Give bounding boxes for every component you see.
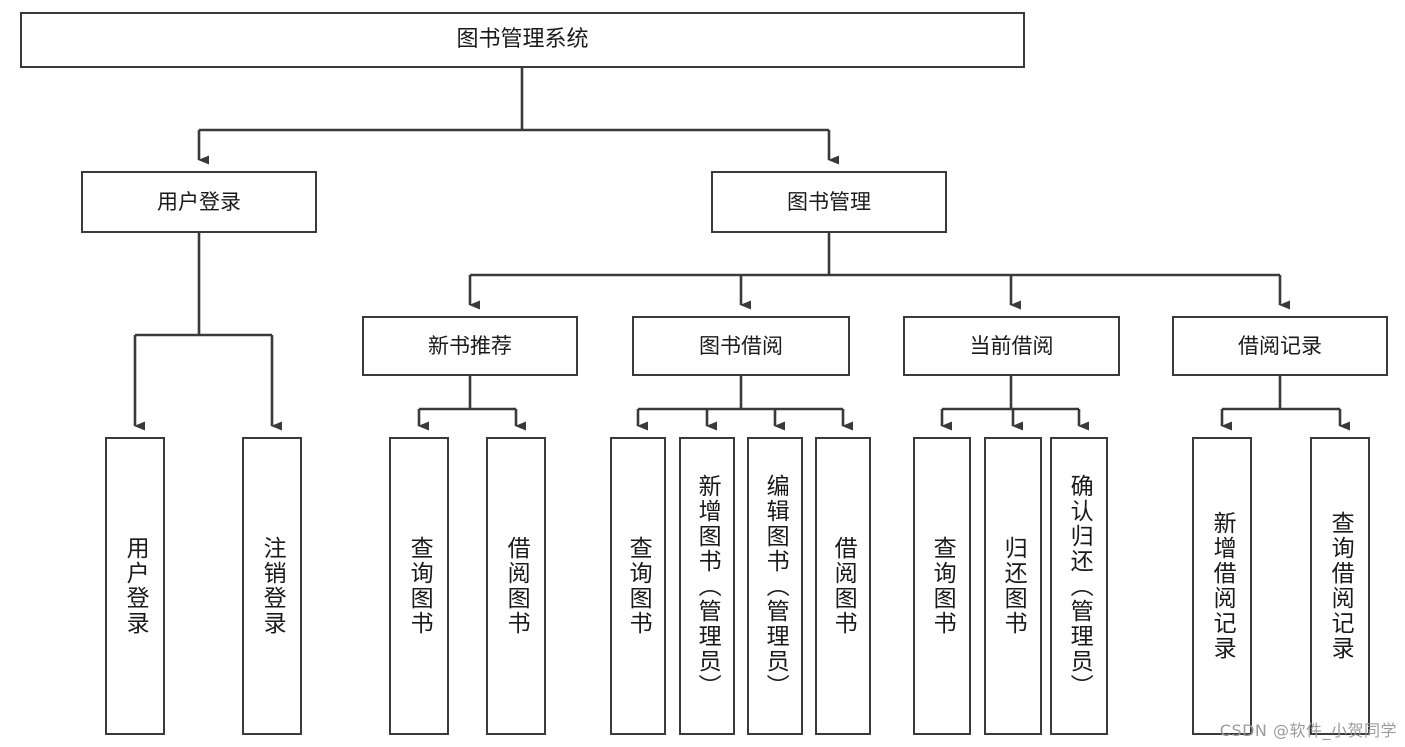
node-leaf-current-confirm-return[interactable]: 确认归还（管理员）	[1050, 437, 1108, 735]
watermark-csdn: CSDN @软件_小贺同学	[1219, 721, 1397, 740]
node-label: 图书借阅	[699, 333, 783, 358]
node-subbranch-book-borrow[interactable]: 图书借阅	[632, 316, 850, 376]
node-leaf-recommend-query-book[interactable]: 查询图书	[389, 437, 449, 735]
node-subbranch-current-borrow[interactable]: 当前借阅	[903, 316, 1120, 376]
node-label: 借阅图书	[503, 536, 530, 636]
node-leaf-borrow-edit-book[interactable]: 编辑图书（管理员）	[747, 437, 803, 735]
node-branch-user-login[interactable]: 用户登录	[81, 171, 317, 233]
node-label: 图书管理	[787, 189, 871, 214]
node-root-book-management-system[interactable]: 图书管理系统	[20, 12, 1025, 68]
node-branch-book-management[interactable]: 图书管理	[711, 171, 947, 233]
node-label: 查询图书	[625, 536, 652, 636]
node-label: 借阅图书	[830, 536, 857, 636]
node-label: 注销登录	[259, 536, 286, 636]
node-leaf-record-query-record[interactable]: 查询借阅记录	[1310, 437, 1370, 735]
node-subbranch-borrow-record[interactable]: 借阅记录	[1172, 316, 1388, 376]
node-label: 确认归还（管理员）	[1066, 473, 1093, 699]
node-label: 新书推荐	[428, 333, 512, 358]
node-leaf-recommend-borrow-book[interactable]: 借阅图书	[486, 437, 546, 735]
node-label: 当前借阅	[969, 333, 1054, 358]
node-leaf-borrow-add-book[interactable]: 新增图书（管理员）	[679, 437, 735, 735]
node-label: 借阅记录	[1238, 333, 1322, 358]
node-leaf-user-logout[interactable]: 注销登录	[242, 437, 302, 735]
node-label: 查询图书	[406, 536, 433, 636]
node-leaf-current-return-book[interactable]: 归还图书	[984, 437, 1042, 735]
node-leaf-record-add-record[interactable]: 新增借阅记录	[1192, 437, 1252, 735]
node-subbranch-new-book-recommend[interactable]: 新书推荐	[362, 316, 578, 376]
node-leaf-borrow-query-book[interactable]: 查询图书	[610, 437, 666, 735]
node-leaf-user-login[interactable]: 用户登录	[105, 437, 165, 735]
node-label: 用户登录	[157, 189, 241, 214]
node-leaf-current-query-book[interactable]: 查询图书	[913, 437, 971, 735]
node-leaf-borrow-borrow-book[interactable]: 借阅图书	[815, 437, 871, 735]
node-label: 编辑图书（管理员）	[762, 473, 789, 699]
node-label: 查询借阅记录	[1327, 511, 1354, 661]
node-label: 用户登录	[122, 536, 149, 636]
node-label: 新增借阅记录	[1209, 511, 1236, 661]
node-label: 新增图书（管理员）	[694, 473, 721, 699]
node-label: 归还图书	[1000, 536, 1027, 636]
node-label: 图书管理系统	[456, 27, 589, 53]
node-label: 查询图书	[929, 536, 956, 636]
